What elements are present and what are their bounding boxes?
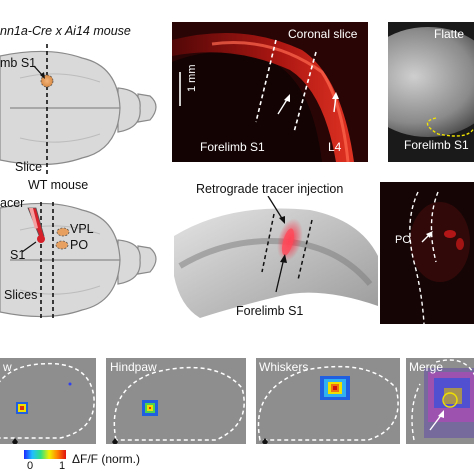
injection-slice-image	[174, 196, 378, 318]
coronal-title: Coronal slice	[288, 27, 358, 41]
injection-forelimb-label: Forelimb S1	[236, 304, 304, 318]
colorbar-min-label: 0	[27, 460, 34, 472]
coronal-slice-image	[172, 22, 368, 163]
s1-label-top: mb S1	[0, 56, 37, 70]
s1-label-bottom: S1	[10, 248, 26, 262]
flattened-cortex-image	[358, 22, 474, 162]
injection-title: Retrograde tracer injection	[196, 182, 344, 196]
colorbar-max-label: 1	[59, 460, 66, 472]
panel-title-1: w	[3, 360, 12, 374]
vpl-label: VPL	[70, 222, 94, 236]
tracer-label: acer	[0, 196, 25, 210]
flattened-title: Flatte	[434, 27, 465, 41]
response-panel-merge	[406, 358, 474, 444]
brain-schematic-top	[0, 44, 157, 176]
panel-title-3: Whiskers	[259, 360, 309, 374]
l4-label: L4	[328, 140, 342, 154]
po-label-brain: PO	[70, 238, 89, 252]
po-spot	[55, 240, 69, 250]
forelimb-label-flattened: Forelimb S1	[404, 138, 469, 152]
vpl-spot	[56, 227, 70, 237]
colorbar	[24, 450, 66, 459]
response-panel-forepaw	[0, 358, 96, 446]
response-panel-whiskers	[256, 358, 400, 446]
forelimb-label-coronal: Forelimb S1	[200, 140, 265, 154]
slice-label: Slice	[15, 160, 43, 174]
panel-title-2: Hindpaw	[110, 360, 157, 374]
scale-bar-label: 1 mm	[186, 64, 198, 93]
thalamus-image	[380, 182, 474, 325]
panel-title-4: Merge	[409, 360, 444, 374]
slices-label: Slices	[4, 288, 38, 302]
wt-mouse-label: WT mouse	[28, 178, 89, 192]
brain-outline	[137, 93, 157, 123]
po-label-thalamus: PO	[395, 234, 411, 246]
colorbar-unit-label: ΔF/F (norm.)	[72, 452, 141, 466]
brain-schematic-bottom	[0, 202, 157, 320]
mouse-line-label: nn1a-Cre x Ai14 mouse	[0, 24, 131, 38]
response-panel-hindpaw	[106, 358, 246, 446]
